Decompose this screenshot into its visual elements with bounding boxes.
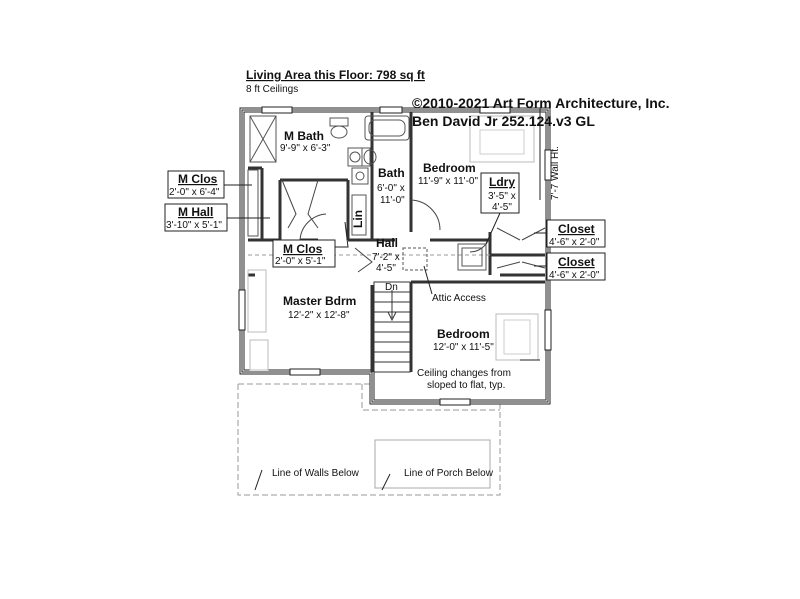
m-bath-name: M Bath [284, 129, 324, 143]
bath-dim-1: 6'-0" x [377, 183, 405, 194]
closet-1-dim: 4'-6" x 2'-0" [549, 237, 600, 248]
bedroom-top-dim: 11'-9" x 11'-0" [418, 176, 478, 187]
hall-dim-2: 4'-5" [376, 263, 396, 274]
closet-2-name: Closet [558, 255, 595, 269]
windows [238, 106, 552, 406]
hall-dim-1: 7'-2" x [372, 252, 400, 263]
m-clos-left-name: M Clos [178, 172, 218, 186]
ldry-name: Ldry [489, 175, 515, 189]
copyright-line-2: Ben David Jr 252.124.v3 GL [412, 113, 595, 129]
leader-lines [224, 108, 547, 491]
copyright-line-1: ©2010-2021 Art Form Architecture, Inc. [412, 95, 669, 111]
m-hall-name: M Hall [178, 205, 213, 219]
ceiling-note-1: Ceiling changes from [417, 368, 511, 379]
stairs [373, 281, 411, 373]
m-clos-left-dim: 2'-0" x 6'-4" [169, 187, 220, 198]
bedroom-bottom-name: Bedroom [437, 327, 490, 341]
hall-name: Hall [376, 236, 398, 250]
m-bath-dim: 9'-9" x 6'-3" [280, 143, 331, 154]
attic-access-label: Attic Access [432, 293, 486, 304]
ldry-dim-1: 3'-5" x [488, 191, 516, 202]
closet-1-name: Closet [558, 222, 595, 236]
m-clos-center-name: M Clos [283, 242, 323, 256]
m-hall-dim: 3'-10" x 5'-1" [166, 220, 222, 231]
lin-label: Lin [351, 210, 365, 228]
ceiling-note-2: sloped to flat, typ. [427, 380, 505, 391]
fixtures [247, 115, 539, 371]
ceilings-note: 8 ft Ceilings [246, 84, 298, 95]
closet-2-dim: 4'-6" x 2'-0" [549, 270, 600, 281]
lines-below [237, 383, 501, 496]
master-bdrm-dim: 12'-2" x 12'-8" [288, 310, 350, 321]
walls-below-label: Line of Walls Below [272, 468, 360, 479]
bath-name: Bath [378, 166, 405, 180]
bedroom-bottom-dim: 12'-0" x 11'-5" [433, 342, 494, 353]
porch-outline [374, 439, 491, 489]
m-clos-center-dim: 2'-0" x 5'-1" [275, 256, 326, 267]
porch-below-label: Line of Porch Below [404, 468, 494, 479]
label-boxes [164, 170, 606, 281]
dn-label: Dn [385, 282, 398, 293]
living-area-title: Living Area this Floor: 798 sq ft [246, 68, 425, 82]
bedroom-top-name: Bedroom [423, 161, 476, 175]
master-bdrm-name: Master Bdrm [283, 294, 356, 308]
wall-height-label: 7'-7 Wall Ht. [550, 146, 561, 200]
ldry-dim-2: 4'-5" [492, 202, 512, 213]
bath-dim-2: 11'-0" [380, 195, 405, 206]
